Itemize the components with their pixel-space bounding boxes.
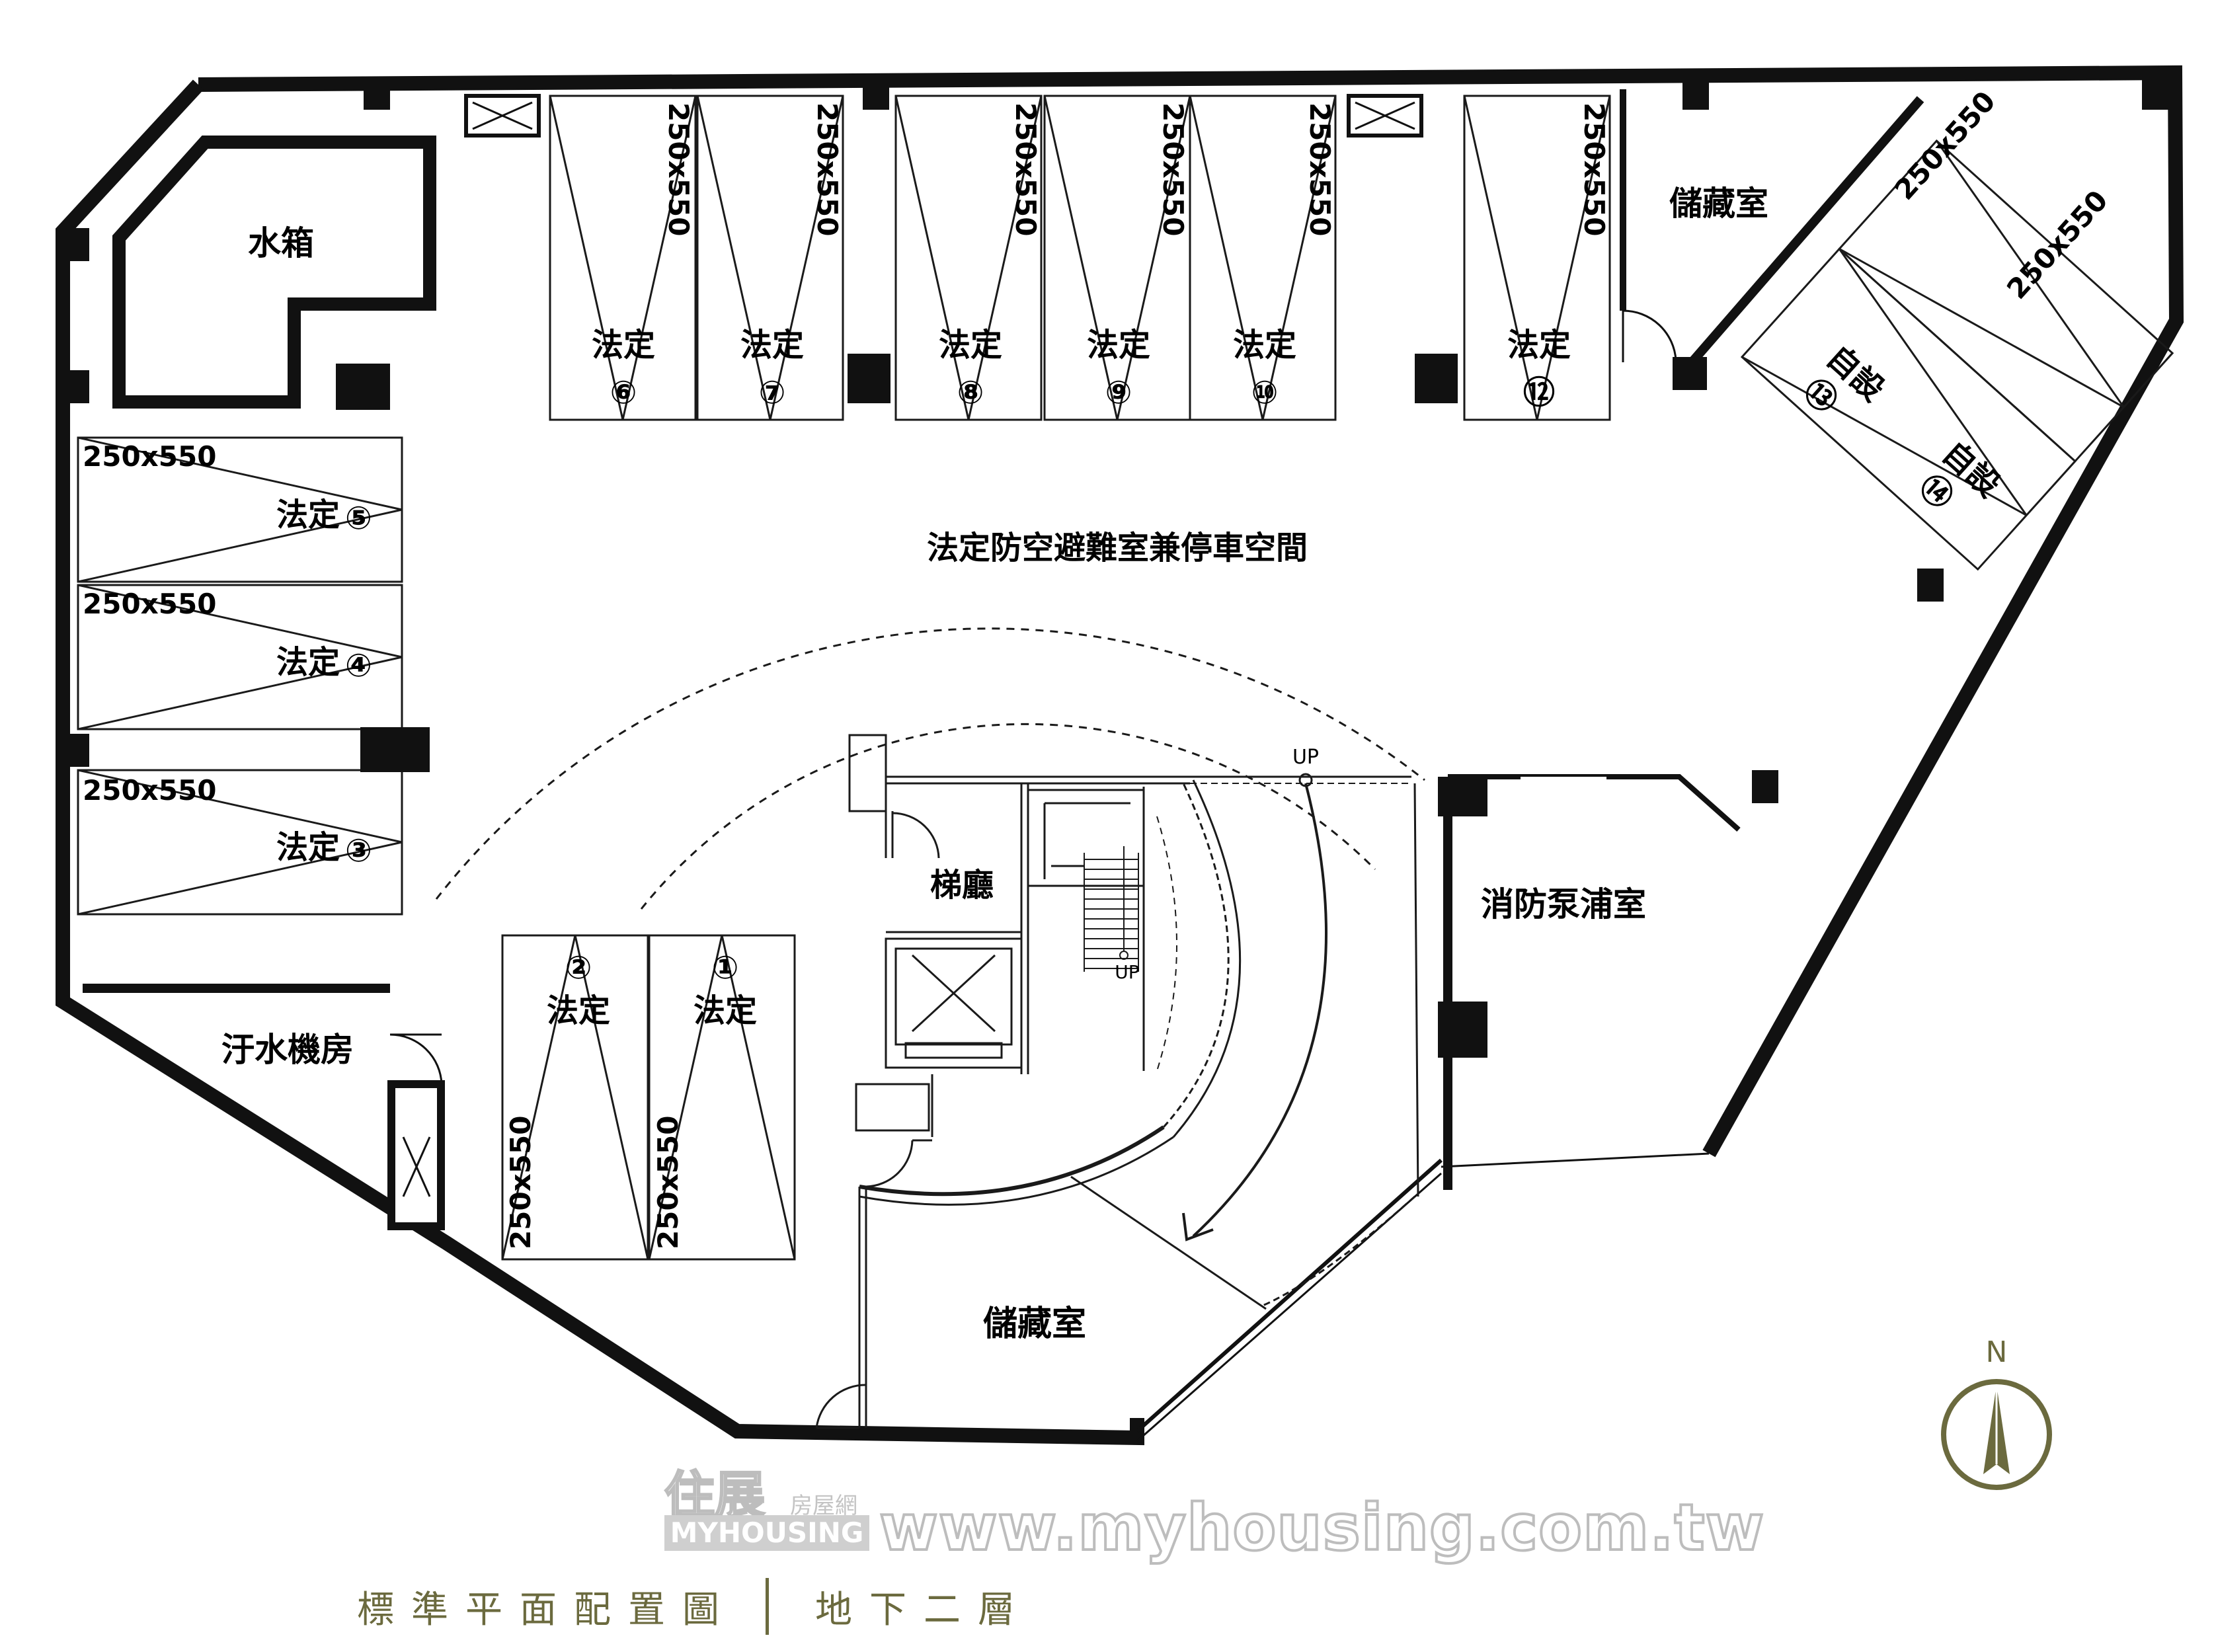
parking-size-6: 250x550: [662, 102, 695, 236]
watermark-logo: 住展 房屋網 MYHOUSING: [664, 1454, 869, 1554]
outer-wall-sw: [56, 79, 1144, 1446]
ramp-up-label: UP: [1292, 746, 1319, 769]
parking-size-2: 250x550: [504, 1116, 537, 1249]
parking-type-10: 法定: [1233, 327, 1296, 364]
parking-type-4: 法定: [276, 644, 340, 681]
storage-s-label: 儲藏室: [983, 1304, 1086, 1344]
column: [63, 228, 89, 261]
parking-number-1: ①: [712, 949, 739, 986]
watermark-brand-tag: MYHOUSING: [664, 1515, 869, 1551]
column: [63, 370, 89, 403]
parking-type-6: 法定: [592, 327, 655, 364]
door-swing: [1622, 309, 1677, 361]
column: [848, 354, 890, 403]
shelter-label: 法定防空避難室兼停車空間: [927, 530, 1308, 567]
parking-number-8: ⑧: [957, 374, 984, 411]
parking-type-8: 法定: [939, 327, 1002, 364]
water-tank-label: 水箱: [248, 224, 314, 262]
parking-size-13: 250x550: [1888, 85, 2002, 206]
footer-divider: [766, 1578, 769, 1635]
footer-title: 標準平面配置圖: [357, 1588, 736, 1632]
parking-type-12: 法定: [1507, 327, 1571, 364]
turning-circle-outer: [435, 627, 1425, 900]
sewage-shaft: [387, 1080, 445, 1230]
parking-size-10: 250x550: [1304, 102, 1336, 236]
parking-number-7: ⑦: [759, 374, 786, 411]
water-tank-room: [112, 136, 436, 409]
north-label: N: [1986, 1335, 2008, 1369]
ramp: [859, 773, 1419, 1310]
parking-number-2: ②: [565, 949, 592, 986]
storage-ne-wall-2: [1675, 96, 1924, 380]
parking-number-4: ④: [345, 647, 372, 684]
column: [336, 364, 390, 410]
parking-size-5: 250x550: [83, 440, 216, 473]
parking-type-9: 法定: [1087, 327, 1150, 364]
footer-floor: 地下二層: [815, 1588, 1032, 1632]
stair-up-label: UP: [1115, 961, 1139, 983]
parking-size-1: 250x550: [652, 1116, 684, 1249]
parking-type-3: 法定: [276, 829, 340, 866]
column: [1673, 357, 1707, 390]
parking-type-2: 法定: [547, 992, 610, 1029]
column: [364, 78, 390, 110]
parking-size-9: 250x550: [1157, 102, 1189, 236]
fire-pump-label: 消防泵浦室: [1481, 885, 1646, 924]
column: [2142, 78, 2168, 110]
parking-size-14: 250x550: [2000, 184, 2114, 305]
column: [863, 78, 889, 110]
parking-size-3: 250x550: [83, 774, 216, 806]
parking-size-8: 250x550: [1009, 102, 1042, 236]
fire-pump-wall: [1448, 774, 1741, 832]
column: [1438, 1002, 1487, 1058]
column: [63, 734, 89, 767]
outer-wall-main: [198, 65, 2184, 1158]
north-arrow-icon: [1941, 1379, 2052, 1490]
outer-wall-se: [1136, 1158, 1443, 1433]
watermark-url: www.myhousing.com.tw: [878, 1489, 1765, 1566]
sewage-label: 汙水機房: [221, 1031, 354, 1069]
parking-type-7: 法定: [740, 327, 804, 364]
column: [1917, 569, 1944, 602]
column: [1415, 354, 1458, 403]
wall-segment: [1441, 1152, 1710, 1168]
door-swing: [389, 1033, 443, 1085]
column: [360, 727, 430, 772]
shaft-north-2: [1347, 94, 1423, 138]
lobby-label: 梯廳: [930, 867, 994, 904]
parking-type-5: 法定: [276, 496, 340, 533]
parking-number-12: ⑫: [1523, 374, 1555, 411]
column: [1752, 770, 1778, 803]
parking-number-5: ⑤: [345, 500, 372, 537]
parking-number-3: ③: [345, 832, 372, 869]
parking-size-4: 250x550: [83, 588, 216, 620]
stair: [1084, 846, 1139, 972]
column: [1682, 78, 1709, 110]
core: [815, 734, 1190, 1429]
column: [1438, 777, 1487, 816]
footer: 標準平面配置圖 地下二層: [357, 1570, 1032, 1643]
parking-number-6: ⑥: [610, 374, 637, 411]
turning-circle-inner: [640, 723, 1376, 910]
parking-size-7: 250x550: [811, 102, 844, 236]
parking-type-1: 法定: [693, 992, 757, 1029]
storage-ne-label: 儲藏室: [1669, 184, 1768, 223]
parking-number-10: ⑩: [1251, 374, 1279, 411]
shaft-north-1: [464, 94, 541, 138]
parking-number-9: ⑨: [1105, 374, 1132, 411]
parking-size-12: 250x550: [1578, 102, 1610, 236]
outer-wall: [205, 73, 2178, 1451]
watermark-brand-small: 房屋網: [790, 1493, 857, 1519]
